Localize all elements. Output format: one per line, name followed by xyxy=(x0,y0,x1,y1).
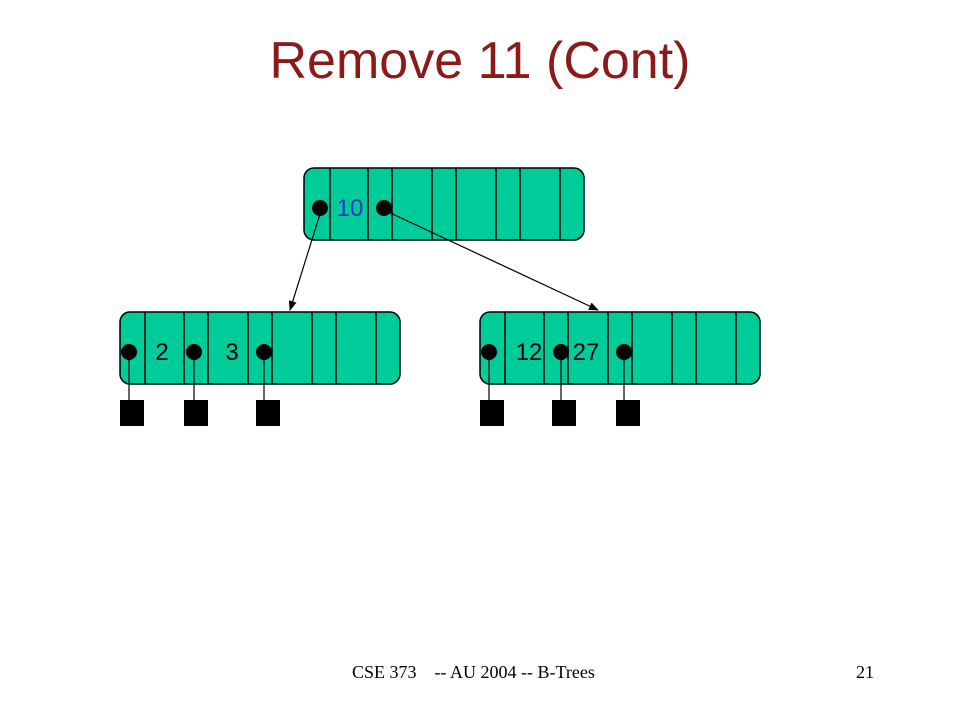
root-node-dividers xyxy=(329,168,561,240)
root-node-box xyxy=(303,167,585,241)
footer-course-label: CSE 373 -- AU 2004 -- B-Trees xyxy=(352,662,595,682)
leaf-left-dividers xyxy=(144,312,377,384)
slide-title: Remove 11 (Cont) xyxy=(269,32,691,90)
leaf-right-key-27: 27 xyxy=(573,339,600,366)
leaf-node-left: 2 3 xyxy=(119,311,401,426)
root-pointer-1 xyxy=(376,200,392,216)
leaf-right-child-block-0 xyxy=(480,400,504,426)
footer-page-number: 21 xyxy=(856,662,874,682)
leaf-right-child-links xyxy=(488,352,625,400)
leaf-left-child-links xyxy=(128,352,265,400)
leaf-right-key-12: 12 xyxy=(516,339,543,366)
leaf-left-key-2: 2 xyxy=(155,339,168,366)
root-key-10: 10 xyxy=(337,195,364,222)
root-node: 10 xyxy=(303,167,585,241)
arrow-root-to-left-leaf xyxy=(288,213,321,311)
leaf-left-child-block-0 xyxy=(120,400,144,426)
leaf-left-child-block-1 xyxy=(184,400,208,426)
root-pointer-0 xyxy=(312,200,328,216)
arrow-root-to-right-leaf xyxy=(383,209,599,311)
leaf-node-right: 12 27 xyxy=(479,311,761,426)
leaf-left-key-3: 3 xyxy=(225,339,238,366)
leaf-right-child-block-1 xyxy=(552,400,576,426)
leaf-right-child-block-2 xyxy=(616,400,640,426)
leaf-left-child-block-2 xyxy=(256,400,280,426)
leaf-right-dividers xyxy=(504,312,737,384)
